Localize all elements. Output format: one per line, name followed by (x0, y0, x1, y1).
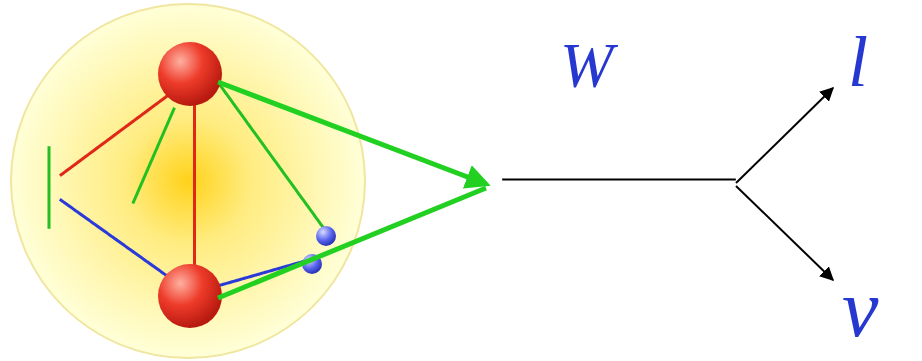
quark-sphere (316, 226, 336, 246)
lepton-label: l (848, 26, 868, 98)
proton-body (11, 4, 365, 358)
neutrino-label: ν (842, 268, 878, 350)
gluon-spring (60, 199, 171, 278)
gluon-spring (193, 101, 196, 269)
quark-sphere (158, 264, 222, 328)
neutrino-arrow (736, 186, 833, 280)
w-boson-spring (502, 179, 736, 181)
gluon-springs (49, 85, 323, 287)
boson-label: W (560, 34, 613, 98)
lepton-arrow (736, 88, 833, 183)
gluon-spring (220, 85, 323, 228)
gluon-spring (133, 108, 175, 204)
gluon-spring (48, 146, 51, 229)
w-boson-spring (502, 179, 736, 180)
gluon-spring (60, 94, 170, 176)
quark-arrow (218, 188, 486, 298)
quark-sphere (158, 42, 222, 106)
quark-arrow (218, 82, 486, 184)
